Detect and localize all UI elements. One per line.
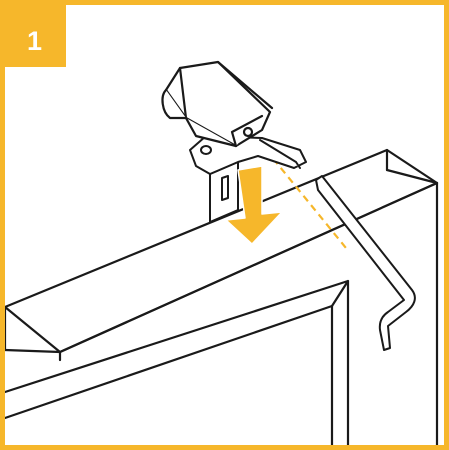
hex-key-icon [315, 175, 416, 351]
blind-motor-unit-icon [161, 60, 274, 148]
step-number: 1 [27, 26, 43, 56]
step-number-badge: 1 [5, 5, 66, 67]
down-arrow-icon [225, 165, 283, 245]
